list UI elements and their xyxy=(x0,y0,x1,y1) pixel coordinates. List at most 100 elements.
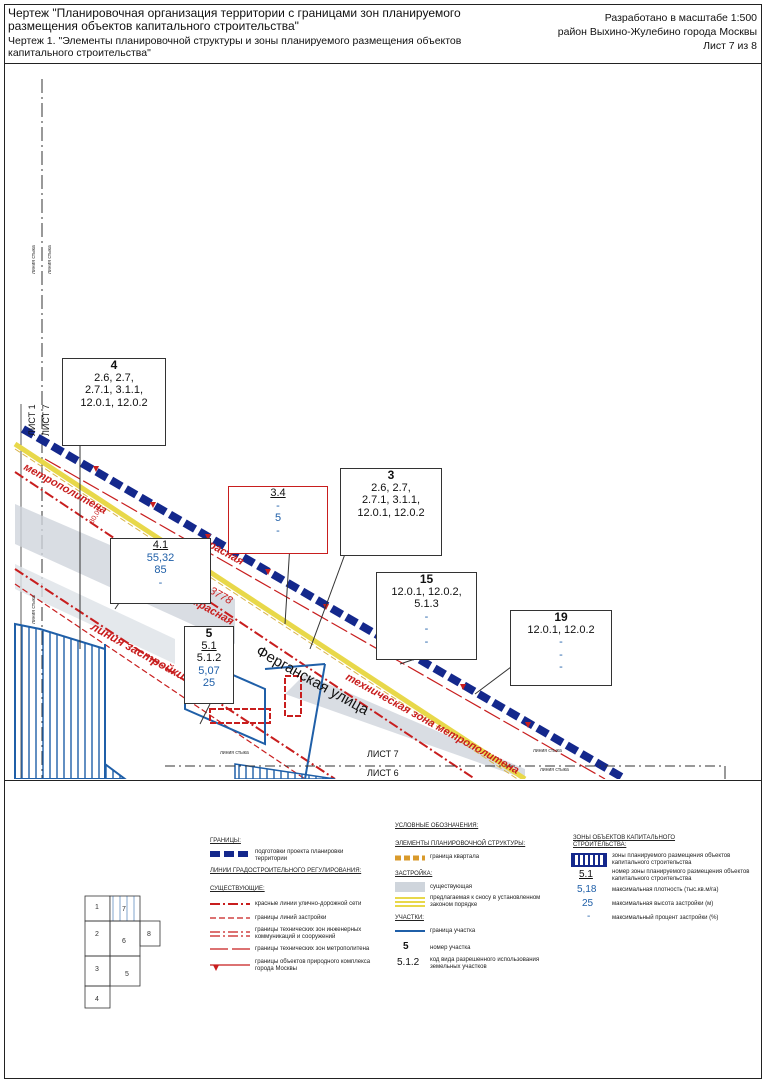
zone-callout-15: 15 12.0.1, 12.0.2, 5.1.3 - - - xyxy=(376,572,477,660)
leader-line xyxy=(284,543,291,625)
callout-line: - xyxy=(276,524,280,537)
red-marker xyxy=(265,569,271,575)
legend-reg-heading: Линии градостроительного регулирования: xyxy=(210,868,362,874)
drawing-sheet: Чертеж "Планировочная организация террит… xyxy=(4,4,762,1079)
callout-number: 15 xyxy=(419,572,434,586)
callout-line: 2.7.1, 3.1.1, xyxy=(84,384,144,396)
legend-plot-item: номер участка xyxy=(430,945,471,951)
legend-plot-code-example: 5.1.2 xyxy=(397,957,420,968)
title-block: Чертеж "Планировочная организация террит… xyxy=(5,5,761,64)
legend-plot-item: граница участка xyxy=(430,928,476,934)
callout-line: 12.0.1, 12.0.2 xyxy=(80,396,148,409)
sheet-1-label: ЛИСТ 1 xyxy=(27,404,37,436)
callout-line: 5.1 xyxy=(201,639,217,652)
leader-line xyxy=(474,663,516,695)
red-structure xyxy=(284,675,302,717)
callout-line: 2.7.1, 3.1.1, xyxy=(361,494,421,506)
drawing-title: Чертеж "Планировочная организация террит… xyxy=(8,6,461,33)
legend-borders-item: подготовки проекта планировки территории xyxy=(255,849,344,862)
zone-hatch-bottom xyxy=(234,763,336,779)
joint-line-label: линия стыка xyxy=(31,245,37,274)
legend-percent-example: - xyxy=(587,911,591,922)
joint-line-label: линия стыка xyxy=(220,750,249,756)
sheet-7-label: ЛИСТ 7 xyxy=(41,404,51,436)
key-sheet-number: 6 xyxy=(122,938,126,945)
callout-number: 4.1 xyxy=(152,539,169,551)
joint-line-label: линия стыка xyxy=(540,767,569,773)
legend-zones-heading: Зоны объектов капитального строительства… xyxy=(573,835,676,848)
legend-demolish-swatch xyxy=(395,897,425,907)
existing-building-strip-2 xyxy=(15,564,175,664)
legend-plan-heading: Элементы планировочной структуры: xyxy=(395,841,526,847)
red-marker xyxy=(460,684,466,690)
callout-line: 5.1.3 xyxy=(414,598,439,610)
legend-panel: 1 2 3 4 5 6 7 8 Границы: подготовки прое… xyxy=(5,780,761,1079)
legend-zone-item: зоны планируемого размещения объектов ка… xyxy=(612,853,731,866)
legend-zone-item: максимальная высота застройки (м) xyxy=(612,901,714,907)
metro-zone-line xyxy=(44,458,606,779)
red-marker xyxy=(205,534,211,540)
red-marker xyxy=(93,466,99,472)
callout-number: 4 xyxy=(110,358,118,372)
legend-reg-symbols xyxy=(210,903,250,971)
legend-borders-heading: Границы: xyxy=(210,838,241,844)
red-line-2 xyxy=(14,568,336,779)
callout-line: 85 xyxy=(154,564,167,576)
callout-line: - xyxy=(559,648,563,661)
build-line xyxy=(14,583,306,779)
zone-callout-5: 5 5.1 5.1.2 5,07 25 xyxy=(184,626,234,704)
joint-line-label: линия стыка xyxy=(47,245,53,274)
callout-line: - xyxy=(424,623,429,635)
legend-build-heading: Застройка: xyxy=(395,871,433,877)
callout-number: 19 xyxy=(554,610,568,624)
leader-line xyxy=(309,553,346,650)
legend-density-example: 5,18 xyxy=(577,884,597,895)
zone-callout-3-4: 3.4 - 5 - xyxy=(228,486,328,554)
legend-zone-item: номер зоны планируемого размещения объек… xyxy=(612,869,750,882)
sheet-6-label: ЛИСТ 6 xyxy=(367,768,399,778)
key-sheet-number: 1 xyxy=(95,904,99,911)
key-sheet-number: 2 xyxy=(95,931,99,938)
callout-line: - xyxy=(424,635,429,648)
key-sheet-number: 7 xyxy=(122,906,126,913)
leader-line xyxy=(199,703,211,725)
legend-zone-swatch xyxy=(571,853,607,867)
callout-line: - xyxy=(559,661,563,673)
map-canvas: Ферганская улица проезд 3778 красная кра… xyxy=(13,79,726,779)
callout-line: - xyxy=(424,610,429,623)
legend-reg-item: границы технических зон метрополитена xyxy=(255,946,370,952)
red-line-1 xyxy=(14,471,476,779)
legend-reg-item: границы объектов природного комплекса го… xyxy=(255,959,371,972)
legend-zone-item: максимальный процент застройки (%) xyxy=(612,915,719,921)
callout-line: 5 xyxy=(274,512,282,524)
plot-boundary-line xyxy=(264,663,326,670)
metro-yellow-line xyxy=(13,441,527,779)
legend-project-boundary-symbol xyxy=(210,851,250,857)
callout-number: 3 xyxy=(387,468,395,482)
legend-plan-item: граница квартала xyxy=(430,854,480,860)
sheet-key-map: 1 2 3 4 5 6 7 8 xyxy=(84,895,161,1009)
red-structure xyxy=(209,708,271,724)
key-sheet-number: 3 xyxy=(95,966,99,973)
legend-reg-item: границы технических зон инженерных комму… xyxy=(255,927,362,940)
callout-line: - xyxy=(559,636,563,648)
callout-line: 12.0.1, 12.0.2 xyxy=(357,506,425,519)
red-marker xyxy=(150,502,156,508)
legend-reg-item: границы линий застройки xyxy=(255,915,327,921)
legend-zone-item: максимальная плотность (тыс.кв.м/га) xyxy=(612,887,719,893)
sheet-number: Лист 7 из 8 xyxy=(703,40,757,52)
district-text: район Выхино-Жулебино города Москвы xyxy=(557,26,757,38)
legend-symbols-heading: Условные обозначения: xyxy=(395,823,479,829)
zone-callout-4-1: 4.1 55,32 85 - xyxy=(110,538,211,604)
legend-reg-item: красные линии улично-дорожной сети xyxy=(255,901,362,907)
callout-line: - xyxy=(158,576,163,589)
existing-building-strip-3 xyxy=(285,674,525,779)
callout-line: 5,07 xyxy=(198,664,220,677)
callout-line: 2.6, 2.7, xyxy=(94,371,134,384)
legend-plot-item: код вида разрешенного использования земе… xyxy=(430,957,540,970)
key-sheet-number: 5 xyxy=(125,971,129,978)
callout-line: 55,32 xyxy=(146,551,175,564)
callout-line: 2.6, 2.7, xyxy=(371,481,411,494)
legend-plot-boundary-symbol xyxy=(395,930,425,932)
key-sheet-number: 8 xyxy=(147,931,151,938)
